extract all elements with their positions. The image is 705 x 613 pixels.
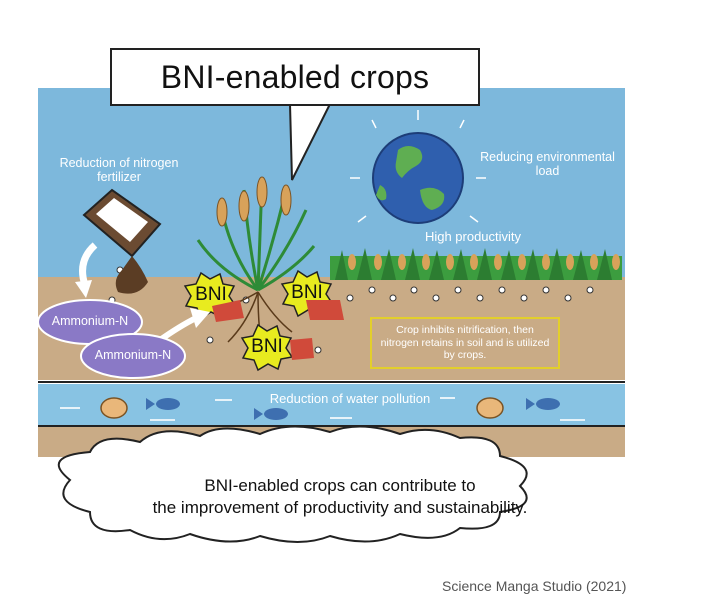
ammonium-bubble-2-shape: [80, 333, 186, 379]
credit-text: Science Manga Studio (2021): [442, 578, 627, 594]
page-title: BNI-enabled crops: [160, 58, 430, 95]
fertilizer-bag-icon: [82, 188, 162, 294]
bni-crop-plant-icon: [196, 176, 316, 363]
ammonium-label-1: Ammonium-N: [51, 314, 129, 328]
nitrification-info-box: Crop inhibits nitrification, then nitrog…: [370, 317, 560, 369]
fertilizer-label: Reduction of nitrogen fertilizer: [59, 156, 179, 185]
sky: [38, 88, 625, 288]
title-bubble: BNI-enabled crops: [110, 48, 480, 106]
caption-text: BNI-enabled crops can contribute to the …: [60, 475, 620, 519]
productivity-label: High productivity: [424, 229, 522, 244]
bni-badge-1: BNI: [195, 284, 227, 305]
bni-badge-3: BNI: [251, 336, 283, 357]
shell-icons: [100, 397, 504, 419]
ammonium-label-2: Ammonium-N: [94, 348, 172, 362]
water-label: Reduction of water pollution: [269, 391, 431, 406]
environment-label: Reducing environmental load: [480, 150, 615, 179]
globe-rays: [350, 110, 486, 223]
earth-icon: [372, 132, 464, 224]
bni-badge-3-shape: [240, 323, 294, 372]
caption-line-2: the improvement of productivity and sust…: [152, 498, 528, 518]
crop-row: [330, 248, 622, 280]
nitrification-info-text: Crop inhibits nitrification, then nitrog…: [380, 324, 550, 362]
fish-icons: [146, 398, 560, 420]
caption-cloud: [57, 425, 528, 543]
caption-line-1: BNI-enabled crops can contribute to: [204, 476, 476, 495]
inhibitor-tags: [212, 300, 344, 360]
bni-badge-2: BNI: [291, 282, 323, 303]
water-ripples: [60, 397, 585, 421]
